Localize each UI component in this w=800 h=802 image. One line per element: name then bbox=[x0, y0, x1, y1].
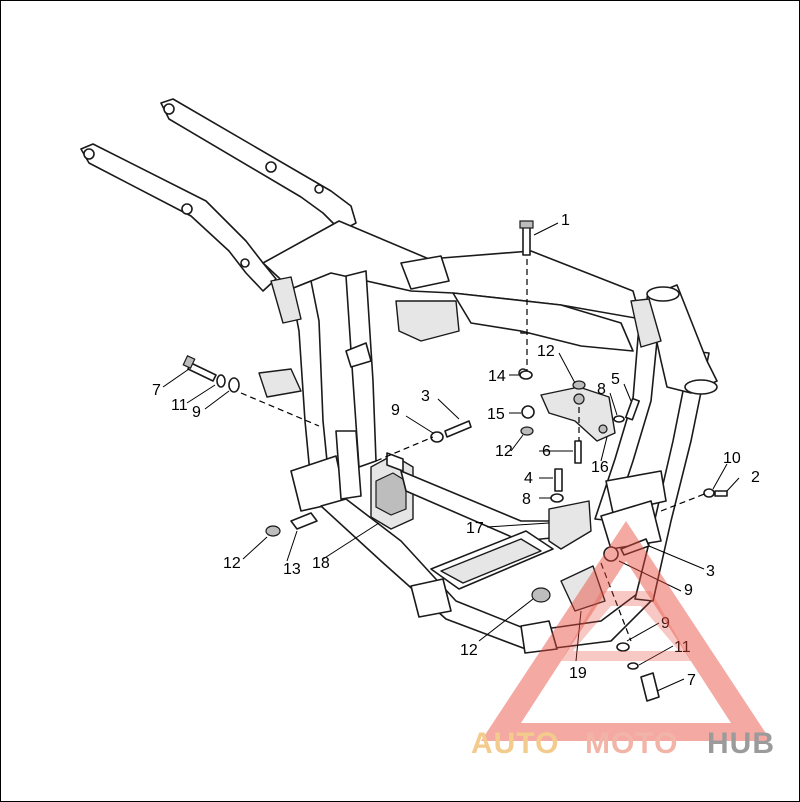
watermark-text-auto: AUTO bbox=[471, 727, 559, 760]
callout-19: 19 bbox=[569, 665, 587, 682]
callout-7-left: 7 bbox=[152, 382, 161, 399]
rear-fender-strut-upper bbox=[160, 98, 357, 232]
callout-8-lower: 8 bbox=[522, 491, 531, 508]
callout-11-lower: 11 bbox=[674, 639, 691, 656]
callout-1: 1 bbox=[561, 212, 570, 229]
callout-12-left: 12 bbox=[223, 555, 241, 572]
callout-9-lower: 9 bbox=[661, 615, 670, 632]
callout-10: 10 bbox=[723, 450, 741, 467]
callout-14: 14 bbox=[488, 368, 506, 385]
watermark-text-hub: HUB bbox=[707, 727, 775, 760]
warning-triangle-icon bbox=[481, 521, 771, 741]
callout-9-left: 9 bbox=[192, 404, 201, 421]
frame-steering-head bbox=[630, 284, 718, 395]
bolt-1-icon bbox=[522, 226, 531, 256]
callout-9-center: 9 bbox=[391, 402, 400, 419]
callout-labels: 1 2 3 3 4 5 6 7 7 8 8 9 9 9 9 10 11 11 1… bbox=[152, 212, 760, 689]
callout-7-lower: 7 bbox=[687, 672, 696, 689]
stabilizer-link-assembly bbox=[518, 368, 616, 442]
callout-18: 18 bbox=[312, 555, 330, 572]
hardware-bolts bbox=[182, 220, 728, 702]
watermark-logo: AUTO MOTO HUB bbox=[471, 521, 775, 760]
frame-rear-crossmember bbox=[290, 430, 362, 512]
callout-2: 2 bbox=[751, 469, 760, 486]
callout-4: 4 bbox=[524, 470, 533, 487]
assembly-centerlines bbox=[240, 259, 708, 642]
callout-8-upper: 8 bbox=[597, 381, 606, 398]
callout-12-mid: 12 bbox=[495, 443, 513, 460]
callout-15: 15 bbox=[487, 406, 505, 423]
frame-backbone bbox=[262, 220, 642, 352]
callout-9-right: 9 bbox=[684, 582, 693, 599]
callout-11-left: 11 bbox=[171, 397, 188, 414]
frame-front-downtubes bbox=[594, 300, 710, 602]
callout-17: 17 bbox=[466, 520, 484, 537]
callout-16: 16 bbox=[591, 459, 609, 476]
callout-3-upper: 3 bbox=[421, 388, 430, 405]
watermark-text-moto: MOTO bbox=[585, 727, 678, 760]
callout-5: 5 bbox=[611, 371, 620, 388]
frame-lower-crossmember bbox=[430, 530, 554, 590]
callout-12-upper: 12 bbox=[537, 343, 555, 360]
front-engine-mount bbox=[548, 500, 619, 612]
callout-3-lower: 3 bbox=[706, 563, 715, 580]
callout-13: 13 bbox=[283, 561, 301, 578]
callout-leaders bbox=[162, 222, 740, 692]
callout-12-lower: 12 bbox=[460, 642, 478, 659]
rear-fender-strut-lower bbox=[80, 143, 277, 292]
callout-6: 6 bbox=[542, 443, 551, 460]
